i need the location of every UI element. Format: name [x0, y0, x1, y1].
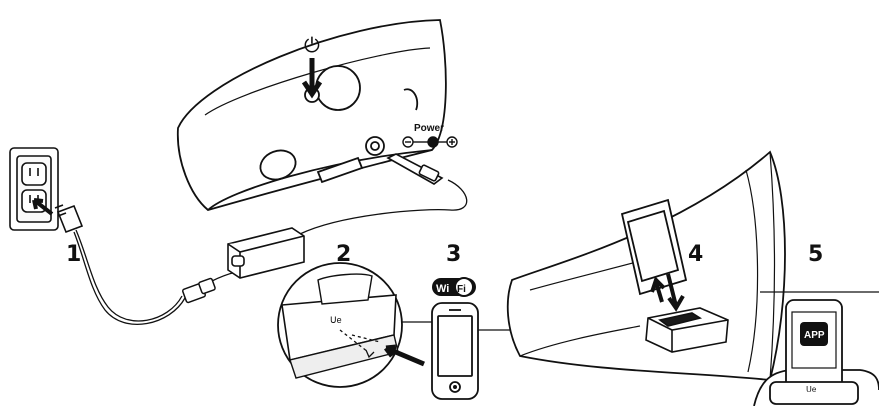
power-cable	[73, 229, 186, 325]
step5-panel: APP ᑌe	[753, 291, 879, 407]
phone-step4	[620, 198, 688, 296]
plug-in-arrow	[32, 198, 54, 216]
wall-outlet	[9, 147, 59, 231]
dock-down-arrow	[666, 273, 685, 312]
phone-step3	[431, 302, 479, 400]
dock-closeup: ᑌe	[277, 262, 403, 388]
wall-plug	[54, 204, 84, 234]
step-number-4: 4	[688, 242, 704, 267]
step-number-5: 5	[808, 242, 824, 267]
wifi-badge: Wi Fi	[432, 277, 476, 297]
cable-connector	[182, 277, 216, 304]
step-number-1: 1	[66, 242, 82, 267]
dock-insert-arrow	[384, 344, 425, 367]
power-button-arrow	[301, 58, 323, 99]
dc-plug	[386, 153, 444, 185]
dock-brand: ᑌe	[806, 385, 817, 394]
step-number-3: 3	[446, 242, 462, 267]
power-symbol: ⏻	[304, 35, 320, 57]
dock-up-arrow	[650, 276, 666, 303]
step-number-2: 2	[336, 242, 352, 267]
polarity-diagram	[402, 136, 458, 148]
wifi-left-label: Wi	[436, 283, 449, 295]
power-adapter	[227, 227, 305, 279]
app-icon-label: APP	[804, 330, 825, 341]
dock-base	[645, 307, 729, 353]
power-label: Power	[414, 123, 444, 134]
adapter-cable	[299, 179, 468, 235]
wifi-right-label: Fi	[457, 284, 466, 295]
closeup-brand: ᑌe	[330, 315, 342, 325]
